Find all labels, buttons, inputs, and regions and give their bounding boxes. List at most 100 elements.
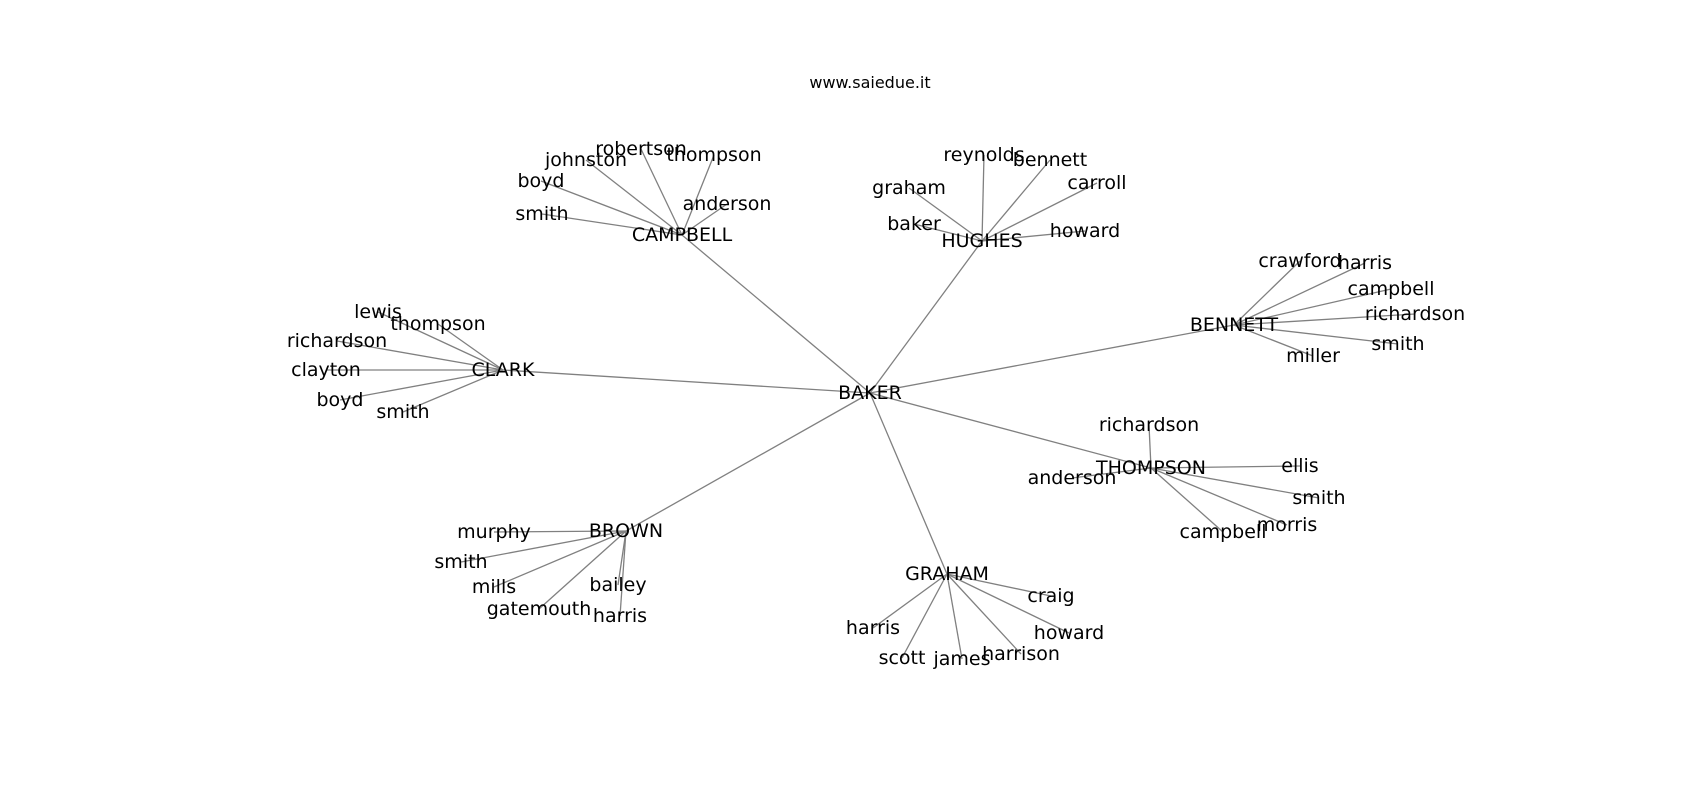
edge-thompson-ellis [1150,465,1301,469]
node-leaf: clayton [291,359,361,381]
node-leaf: baker [887,213,941,235]
node-leaf: harris [846,617,900,639]
node-leaf: campbell [1180,521,1267,543]
edge-root-campbell [681,234,871,394]
node-leaf: smith [515,203,568,225]
edge-hughes-carroll [981,182,1098,242]
node-leaf: carroll [1067,172,1126,194]
node-leaf: howard [1050,220,1120,242]
node-leaf: scott [879,647,926,669]
edge-clark-thompson [437,323,504,371]
edge-brown-gatemouth [538,530,627,610]
edge-brown-bailey [617,530,627,586]
edge-hughes-reynolds [981,154,985,242]
node-leaf: smith [1371,333,1424,355]
edge-clark-boyd [339,369,504,401]
edge-graham-howard [946,573,1070,634]
node-hub: HUGHES [941,230,1022,252]
node-leaf: graham [872,177,946,199]
node-leaf: craig [1027,585,1074,607]
node-leaf: richardson [1365,303,1465,325]
node-leaf: richardson [1099,414,1199,436]
node-leaf: harris [593,605,647,627]
edge-clark-lewis [377,311,504,371]
node-leaf: ellis [1281,455,1318,477]
node-leaf: harris [1338,252,1392,274]
node-leaf: johnston [544,149,627,171]
edge-hughes-bennett [981,159,1051,242]
edge-campbell-boyd [540,180,683,236]
node-leaf: reynolds [943,144,1024,166]
edge-thompson-smith [1150,467,1320,499]
edge-campbell-smith [541,213,683,236]
edge-hughes-graham [908,187,983,242]
edge-bennett-campbell [1233,288,1392,326]
edge-thompson-anderson [1071,467,1152,479]
node-leaf: smith [434,551,487,573]
edge-root-brown [625,392,871,532]
edge-brown-murphy [493,530,627,533]
node-hub: BROWN [589,520,663,542]
node-leaf: bennett [1013,149,1087,171]
node-leaf: james [932,648,990,670]
edges-layer [326,148,1416,660]
edge-brown-mills [493,530,627,588]
edge-graham-harrison [946,573,1022,655]
node-leaf: smith [376,401,429,423]
edge-brown-smith [460,530,627,563]
edge-root-hughes [869,240,983,394]
node-leaf: boyd [317,389,364,411]
node-hub: GRAHAM [905,563,989,585]
node-leaf: thompson [666,144,761,166]
node-hub: BENNETT [1190,314,1279,336]
node-leaf: murphy [457,521,531,543]
node-leaf: richardson [287,330,387,352]
edge-hughes-baker [913,223,983,242]
node-leaf: campbell [1348,278,1435,300]
edge-bennett-smith [1233,324,1399,345]
edge-brown-harris [619,530,627,617]
edge-root-thompson [869,392,1152,469]
node-leaf: morris [1257,514,1318,536]
edge-campbell-thompson [681,154,715,236]
edge-thompson-morris [1150,467,1288,526]
node-leaf: lewis [354,301,402,323]
node-hub: CAMPBELL [632,224,733,246]
node-root: BAKER [838,382,902,404]
edge-thompson-campbell [1150,467,1224,533]
node-leaf: robertson [595,138,687,160]
edge-bennett-harris [1233,262,1366,326]
node-leaf: anderson [683,193,772,215]
edge-campbell-anderson [681,203,728,236]
edge-bennett-miller [1233,324,1314,357]
node-leaf: smith [1292,487,1345,509]
node-hub: THOMPSON [1095,457,1206,479]
node-leaf: thompson [390,313,485,335]
edge-graham-harris [872,573,948,629]
edge-clark-richardson [336,340,504,371]
edge-thompson-richardson [1148,424,1152,469]
edge-graham-james [946,573,963,660]
node-leaf: bailey [589,574,646,596]
edge-graham-scott [901,573,948,659]
edge-root-bennett [869,324,1235,394]
edge-hughes-howard [981,230,1086,242]
node-leaf: anderson [1028,467,1117,489]
edge-campbell-robertson [640,148,683,236]
edge-clark-smith [402,369,504,413]
node-leaf: gatemouth [487,598,592,620]
edge-root-clark [502,369,871,394]
node-leaf: harrison [982,643,1060,665]
edge-root-graham [869,392,948,575]
node-leaf: howard [1034,622,1104,644]
graph-title: www.saiedue.it [809,73,930,92]
edge-bennett-crawford [1233,260,1301,326]
node-leaf: crawford [1258,250,1341,272]
edge-bennett-richardson [1233,313,1416,326]
node-leaf: mills [472,576,516,598]
edge-campbell-johnston [585,159,683,236]
node-leaf: boyd [518,170,565,192]
labels-layer: BAKERCAMPBELLsmithboydjohnstonrobertsont… [287,138,1465,670]
node-leaf: miller [1286,345,1340,367]
